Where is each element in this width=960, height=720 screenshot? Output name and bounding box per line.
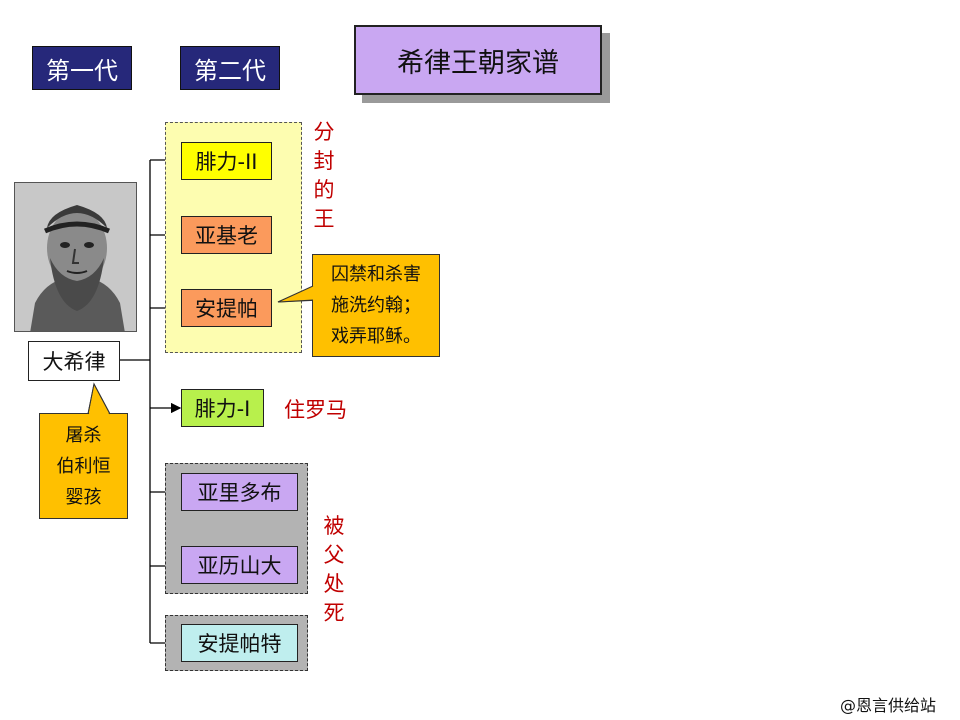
- node-alexander: 亚历山大: [181, 546, 298, 584]
- footer-credit: @恩言供给站: [840, 696, 937, 715]
- root-callout: 屠杀 伯利恒 婴孩: [39, 413, 128, 519]
- antipas-callout-line-2: 施洗约翰；: [331, 295, 421, 316]
- note-lived-in-rome: 住罗马: [284, 398, 347, 422]
- header-generation-2: 第二代: [180, 46, 280, 90]
- node-philip-ii-label: 腓力-II: [195, 150, 258, 174]
- node-antipas-label: 安提帕: [195, 297, 258, 321]
- node-antipater-label: 安提帕特: [197, 632, 282, 656]
- root-callout-line-1: 屠杀: [65, 424, 102, 446]
- node-aristobulus-label: 亚里多布: [197, 481, 282, 505]
- node-archelaus: 亚基老: [181, 216, 272, 254]
- note-executed-by-father: 被父处死: [323, 514, 345, 625]
- note-appointed-kings: 分封的王: [313, 120, 335, 231]
- header-generation-1: 第一代: [32, 46, 132, 90]
- node-antipas: 安提帕: [181, 289, 272, 327]
- herod-bust-icon: [15, 183, 136, 331]
- node-alexander-label: 亚历山大: [197, 554, 282, 578]
- node-philip-ii: 腓力-II: [181, 142, 272, 180]
- node-philip-i-label: 腓力-I: [194, 397, 251, 421]
- node-herod-the-great: 大希律: [28, 341, 120, 381]
- node-antipater: 安提帕特: [181, 624, 298, 662]
- antipas-callout-line-1: 囚禁和杀害: [331, 264, 421, 285]
- node-herod-the-great-label: 大希律: [42, 350, 106, 374]
- antipas-callout-line-3: 戏弄耶稣。: [331, 326, 421, 347]
- root-callout-line-2: 伯利恒: [56, 455, 111, 477]
- node-aristobulus: 亚里多布: [181, 473, 298, 511]
- node-archelaus-label: 亚基老: [195, 224, 258, 248]
- node-philip-i: 腓力-I: [181, 389, 264, 427]
- page-title: 希律王朝家谱: [354, 25, 602, 95]
- herod-portrait: [14, 182, 137, 332]
- root-callout-line-3: 婴孩: [65, 486, 102, 508]
- antipas-callout: 囚禁和杀害 施洗约翰； 戏弄耶稣。: [312, 254, 440, 357]
